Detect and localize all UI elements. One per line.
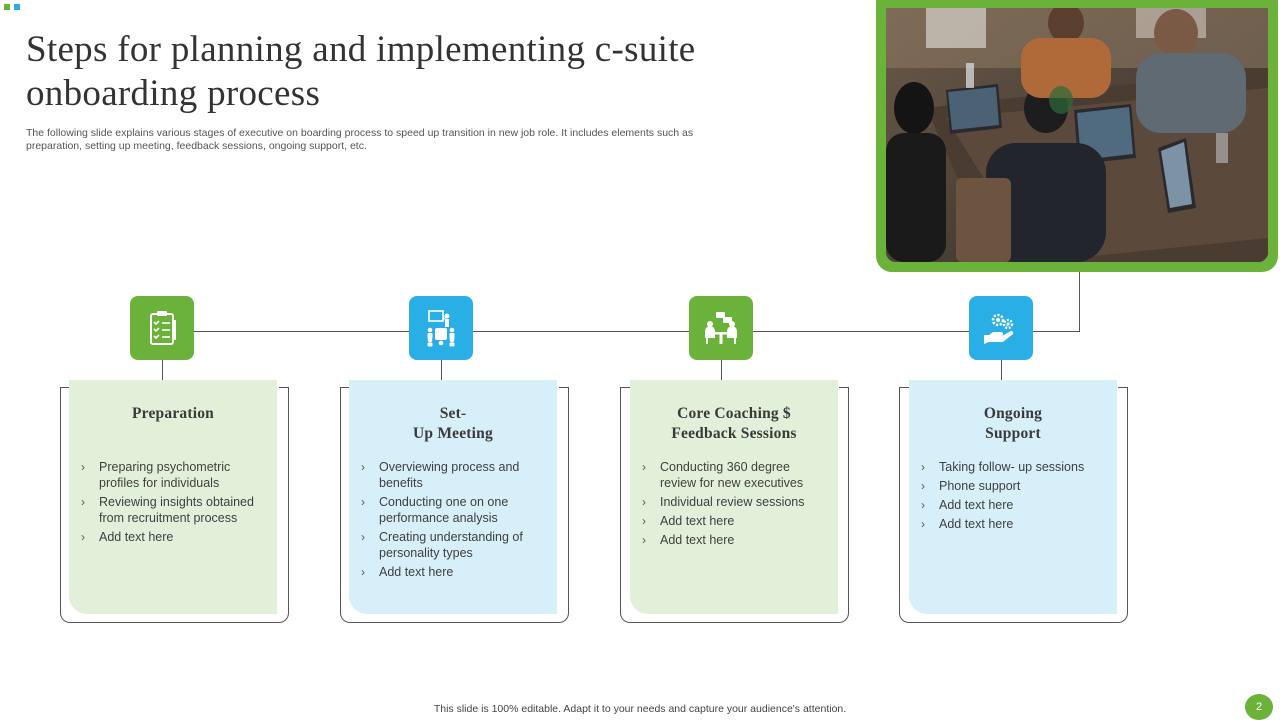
step-4-card-outline xyxy=(899,387,1128,623)
list-item: Conducting one on one performance analys… xyxy=(361,494,545,526)
step-items: Taking follow- up sessions Phone support… xyxy=(921,459,1105,532)
photo-connector-vertical xyxy=(1079,272,1080,332)
list-item: Conducting 360 degree review for new exe… xyxy=(642,459,826,491)
list-item: Creating understanding of personality ty… xyxy=(361,529,545,561)
step-items: Overviewing process and benefits Conduct… xyxy=(361,459,545,580)
step-3-stem xyxy=(721,360,722,380)
list-item: Preparing psychometric profiles for indi… xyxy=(81,459,265,491)
list-item: Add text here xyxy=(81,529,265,545)
step-card-ongoing-support: Ongoing Support Taking follow- up sessio… xyxy=(909,380,1117,614)
step-card-coaching-feedback: Core Coaching $ Feedback Sessions Conduc… xyxy=(630,380,838,614)
step-items: Conducting 360 degree review for new exe… xyxy=(642,459,826,548)
list-item: Add text here xyxy=(921,497,1105,513)
step-title: Preparation xyxy=(132,405,214,422)
list-item: Phone support xyxy=(921,478,1105,494)
step-2-card-outline xyxy=(340,387,569,623)
slide-subtitle: The following slide explains various sta… xyxy=(26,127,694,152)
list-item: Add text here xyxy=(361,564,545,580)
list-item: Individual review sessions xyxy=(642,494,826,510)
step-1-card-outline xyxy=(60,387,289,623)
corner-accent-green xyxy=(4,4,10,10)
list-item: Taking follow- up sessions xyxy=(921,459,1105,475)
photo-frame xyxy=(876,0,1278,272)
timeline-connector-horizontal xyxy=(162,331,1080,332)
step-2-stem xyxy=(441,360,442,380)
step-items: Preparing psychometric profiles for indi… xyxy=(81,459,265,545)
clipboard-checklist-icon xyxy=(150,311,176,345)
step-title: Core Coaching $ Feedback Sessions xyxy=(671,405,797,442)
slide-title: Steps for planning and implementing c-su… xyxy=(26,29,696,114)
coaching-discussion-icon xyxy=(705,312,737,344)
step-1-stem xyxy=(162,360,163,380)
list-item: Overviewing process and benefits xyxy=(361,459,545,491)
step-1-icon-tile xyxy=(130,296,194,360)
slide-footer: This slide is 100% editable. Adapt it to… xyxy=(433,703,847,715)
step-4-icon-tile xyxy=(969,296,1033,360)
corner-accent-blue xyxy=(14,4,20,10)
list-item: Add text here xyxy=(642,513,826,529)
step-2-icon-tile xyxy=(409,296,473,360)
step-3-card-outline xyxy=(620,387,849,623)
step-title: Set- Up Meeting xyxy=(413,405,493,442)
team-meeting-photo xyxy=(886,8,1268,262)
step-3-icon-tile xyxy=(689,296,753,360)
step-card-setup-meeting: Set- Up Meeting Overviewing process and … xyxy=(349,380,557,614)
presentation-meeting-icon xyxy=(427,310,455,347)
list-item: Add text here xyxy=(642,532,826,548)
step-title: Ongoing Support xyxy=(983,405,1043,442)
hand-gears-support-icon xyxy=(984,313,1014,344)
list-item: Reviewing insights obtained from recruit… xyxy=(81,494,265,526)
step-4-stem xyxy=(1001,360,1002,380)
page-number-badge: 2 xyxy=(1245,694,1273,720)
step-card-preparation: Preparation Preparing psychometric profi… xyxy=(69,380,277,614)
list-item: Add text here xyxy=(921,516,1105,532)
team-meeting-photo-illustration xyxy=(886,8,1268,262)
